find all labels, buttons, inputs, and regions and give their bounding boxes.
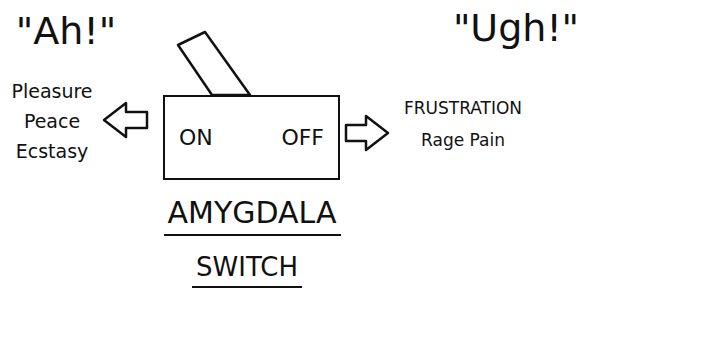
feeling-list: FRUSTRATION Rage Pain: [404, 92, 522, 156]
exclamation: "Ah!": [16, 8, 116, 54]
switch-position: OFF: [281, 125, 324, 150]
switch-title: SWITCH: [192, 250, 302, 288]
hollow-arrow: [346, 116, 388, 150]
switch-box: ON OFF: [163, 95, 340, 180]
switch-title: AMYGDALA: [164, 194, 341, 236]
exclamation: "Ugh!": [453, 5, 579, 51]
feeling-list: Pleasure Peace Ecstasy: [11, 76, 92, 166]
hollow-arrow: [104, 103, 147, 137]
switch-lever: [178, 32, 250, 95]
switch-position: ON: [179, 125, 213, 150]
